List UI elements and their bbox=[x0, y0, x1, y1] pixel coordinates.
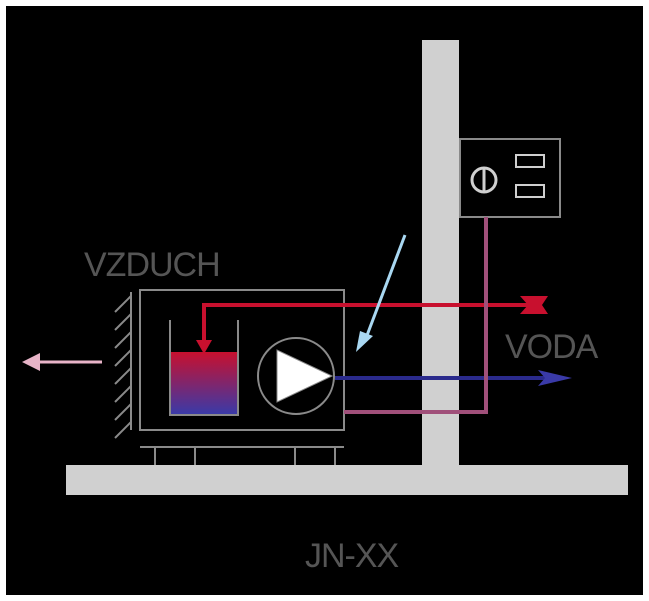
outdoor-unit bbox=[139, 289, 345, 465]
control-unit bbox=[459, 138, 561, 218]
wall bbox=[422, 40, 459, 468]
air-intake-arrow bbox=[356, 234, 407, 352]
hot-water-connector-icon bbox=[520, 296, 548, 314]
cold-water-line bbox=[335, 370, 572, 386]
air-label: VZDUCH bbox=[84, 246, 220, 284]
floor bbox=[66, 465, 628, 495]
diagram-background bbox=[6, 6, 643, 595]
inlet-arrow-icon bbox=[196, 340, 212, 354]
air-in-arrow-icon bbox=[356, 331, 373, 352]
model-label: JN-XX bbox=[305, 537, 399, 575]
control-dial-icon bbox=[470, 166, 498, 194]
storage-tank bbox=[169, 320, 239, 416]
tank-water bbox=[171, 352, 237, 414]
water-out-arrow-icon bbox=[538, 370, 572, 386]
air-exhaust-arrow bbox=[22, 353, 102, 371]
control-cable bbox=[344, 217, 488, 414]
circulation-pump bbox=[257, 337, 335, 415]
mount-hatching bbox=[114, 292, 132, 439]
air-out-arrow-icon bbox=[22, 353, 40, 371]
water-label: VODA bbox=[505, 328, 599, 366]
hot-water-line bbox=[196, 296, 548, 354]
pump-icon bbox=[276, 349, 334, 403]
control-indicator-icon bbox=[515, 184, 545, 198]
control-indicator-icon bbox=[515, 154, 545, 168]
